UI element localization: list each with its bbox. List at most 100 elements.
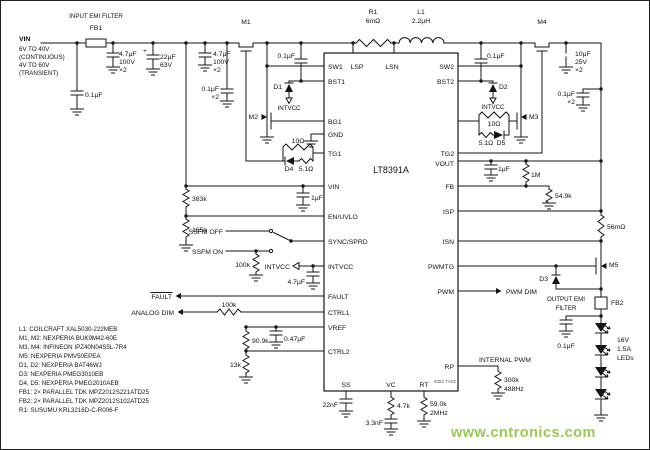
bom-line: R1: SUSUMU KRL3216D-C-R006-F <box>19 407 119 414</box>
pin-tg2: TG2 <box>441 151 454 158</box>
m1-mosfet <box>238 42 284 162</box>
c33n-value: 3.3nF <box>366 420 383 427</box>
intvcc-tag-d1 <box>285 97 293 105</box>
cout-filter-value: 0.1μF <box>557 343 575 350</box>
r10-left: 10Ω <box>292 138 305 145</box>
r51-right: 5.1Ω <box>479 140 494 147</box>
r549-value: 54.9k <box>555 193 572 200</box>
analog-dim-arrow <box>177 309 183 315</box>
pin-bst1: BST1 <box>328 79 345 86</box>
pin-pwm: PWM <box>437 289 454 296</box>
d5-diode <box>494 131 503 139</box>
r300-value: 300k <box>504 377 519 384</box>
diodes-and-arrows <box>175 84 607 315</box>
led-2 <box>594 344 611 356</box>
d1-label: D1 <box>273 84 282 91</box>
output-cap-stubs <box>565 42 602 106</box>
pin-bg1: BG1 <box>328 119 342 126</box>
d3-diode <box>552 276 560 284</box>
pin-ss: SS <box>341 382 351 389</box>
intvcc-net-d2: INTVCC <box>481 104 505 111</box>
bom-line: FB1: 2× PARALLEL TDK MPZ2012S221ATD25 <box>19 389 150 396</box>
m4-mosfet <box>534 42 550 154</box>
input-spec-2: (CONTINUOUS) <box>19 54 65 61</box>
c47-intvcc: 4.7μF <box>287 279 305 286</box>
m2-label: M2 <box>249 114 259 121</box>
m5-label: M5 <box>609 262 619 269</box>
l1-value: 2.2μH <box>412 18 430 25</box>
pin-tg1: TG1 <box>328 151 341 158</box>
led-3 <box>594 366 611 378</box>
led-current: 1.5A <box>617 346 631 353</box>
c22-volt: 63V <box>160 62 173 69</box>
parts-list: L1: COILCRAFT XAL5030-222MEB M1, M2: NEX… <box>19 326 150 414</box>
m4-label: M4 <box>537 19 547 26</box>
cin2-v: 4.7μF <box>213 51 231 58</box>
r100k-ctrl1: 100k <box>222 302 237 309</box>
r165-value: 165k <box>192 227 207 234</box>
cbst2-value: 0.1μF <box>487 53 505 60</box>
vin-net-label: VIN <box>19 36 30 43</box>
fb1-label: FB1 <box>90 25 103 32</box>
ssfm-on-label: SSFM ON <box>192 249 223 256</box>
input-emi-label: INPUT EMI FILTER <box>69 13 123 20</box>
r909-value: 90.9k <box>252 338 269 345</box>
m2-arrow <box>261 114 267 120</box>
intvcc-net-pin: INTVCC <box>265 264 290 271</box>
internal-pwm-label: INTERNAL PWM <box>479 357 531 364</box>
r13k-value: 13k <box>230 362 242 369</box>
d1-diode <box>285 84 293 92</box>
ssfm-contact-on <box>268 248 274 254</box>
intvcc-net-d1: INTVCC <box>277 105 301 112</box>
intvcc-tag-pin <box>292 261 300 271</box>
cin3-qty: ×2 <box>211 94 219 101</box>
pin-sw1: SW1 <box>328 64 343 71</box>
c22n-value: 22nF <box>323 402 339 409</box>
r56m-value: 56mΩ <box>607 224 625 231</box>
pin-intvcc: INTVCC <box>328 264 353 271</box>
bottom-pin-wires <box>345 390 425 430</box>
d2-label: D2 <box>499 84 508 91</box>
r100k-sync: 100k <box>235 262 250 269</box>
cin-01-label: 0.1μF <box>85 92 103 99</box>
fb1-ferrite-bead <box>85 38 107 48</box>
r1-value: 6mΩ <box>366 18 381 25</box>
ic-pin-labels: SW1 LSP LSN SW2 BST1 BST2 BG1 GND TG1 TG… <box>328 64 456 389</box>
bom-line: D3: NEXPERIA PMEG3010EB <box>19 371 103 378</box>
l1-label: L1 <box>417 9 425 16</box>
r1m-value: 1M <box>531 172 541 179</box>
intvcc-tag-d2 <box>489 97 497 105</box>
c1u-vin: 1μF <box>311 195 323 202</box>
pin-rt: RT <box>420 382 429 389</box>
ssfm-off-label: SSFM OFF <box>189 229 223 236</box>
cin1-v: 4.7μF <box>119 51 137 58</box>
fb2-ferrite-bead <box>594 296 608 310</box>
pin-fault: FAULT <box>328 294 349 301</box>
r383-value: 383k <box>192 196 207 203</box>
output-emi-label-1: OUTPUT EMI <box>547 296 585 303</box>
sense-resistor-r1 <box>352 38 395 54</box>
d5-label: D5 <box>497 140 506 147</box>
r10-right: 10Ω <box>488 121 501 128</box>
cin3-v: 0.1μF <box>201 86 219 93</box>
wiring <box>40 37 605 430</box>
cin2-volt: 100V <box>213 59 229 66</box>
fault-arrow <box>175 293 181 299</box>
pwm-dim-arrow <box>496 288 502 294</box>
pin-vref: VREF <box>328 325 346 332</box>
input-spec-1: 6V TO 40V <box>19 46 50 53</box>
cout1-qty: ×2 <box>575 67 583 74</box>
input-spec-3: 4V TO 60V <box>19 62 50 69</box>
input-cap-stubs <box>76 42 228 110</box>
bom-line: D1, D2: NEXPERIA BAT46WJ <box>19 362 102 369</box>
pin-gnd: GND <box>328 132 343 139</box>
fault-net-label: FAULT <box>151 294 172 301</box>
pwm-dim-label: PWM DIM <box>506 289 537 296</box>
d3-label: D3 <box>539 276 548 283</box>
cbst1-value: 0.1μF <box>277 53 295 60</box>
cin1-volt: 100V <box>119 59 135 66</box>
pin-ctrl2: CTRL2 <box>328 349 350 356</box>
m3-arrow <box>521 114 527 120</box>
c22-polarity: + <box>143 48 147 55</box>
